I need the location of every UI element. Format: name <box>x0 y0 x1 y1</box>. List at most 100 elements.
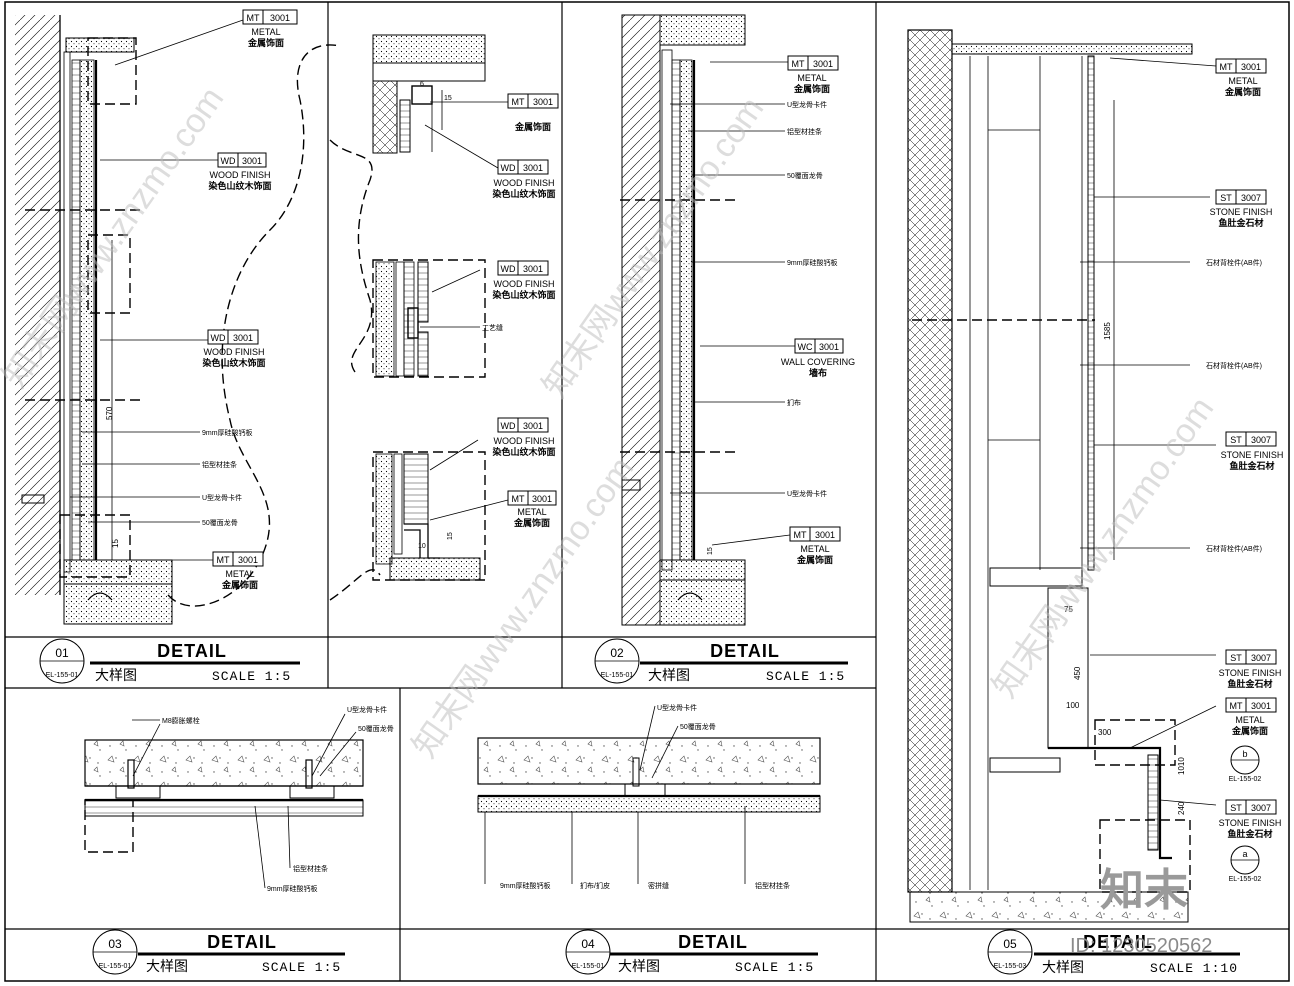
svg-text:3001: 3001 <box>523 264 543 274</box>
detail-05-tag-mt-bottom: MT 3001 METAL 金属饰面 <box>1225 697 1277 736</box>
svg-text:3001: 3001 <box>815 530 835 540</box>
title-block-02: 02 EL-155-01 DETAIL 大样图 SCALE 1:5 <box>594 638 848 684</box>
svg-text:染色山纹木饰面: 染色山纹木饰面 <box>491 188 555 199</box>
title-block-04: 04 EL-155-01 DETAIL 大样图 SCALE 1:5 <box>565 929 818 975</box>
svg-text:WALL COVERING: WALL COVERING <box>781 357 855 367</box>
svg-text:15: 15 <box>707 547 714 555</box>
detail-01-leaders <box>70 19 244 561</box>
svg-text:a: a <box>1242 849 1247 859</box>
svg-text:鱼肚金石材: 鱼肚金石材 <box>1227 678 1272 689</box>
svg-text:3001: 3001 <box>1251 701 1271 711</box>
svg-text:SCALE 1:5: SCALE 1:5 <box>766 669 845 684</box>
svg-text:STONE FINISH: STONE FINISH <box>1219 668 1282 678</box>
watermark-layer: 知末网www.znzmo.com 知末网www.znzmo.com 知末网www… <box>0 80 1221 957</box>
svg-text:DETAIL: DETAIL <box>157 641 227 661</box>
svg-text:EL-155-02: EL-155-02 <box>1229 776 1262 783</box>
svg-text:SCALE 1:10: SCALE 1:10 <box>1150 961 1238 976</box>
note-stone-hanger-a: 石材背栓件(AB件) <box>1206 258 1262 267</box>
svg-text:EL-155-03: EL-155-03 <box>994 963 1027 970</box>
note-cloth: 扪布 <box>787 398 801 407</box>
svg-text:SCALE 1:5: SCALE 1:5 <box>262 960 341 975</box>
svg-text:金属饰面: 金属饰面 <box>796 554 833 565</box>
svg-text:3001: 3001 <box>1241 62 1261 72</box>
svg-text:WOOD FINISH: WOOD FINISH <box>210 170 271 180</box>
callout-top-tag-mt: MT 3001 金属饰面 <box>507 93 559 132</box>
callout-top-tag-wd: WD 3001 WOOD FINISH 染色山纹木饰面 <box>491 159 556 199</box>
svg-text:3001: 3001 <box>533 97 553 107</box>
svg-text:METAL: METAL <box>797 73 826 83</box>
svg-text:10: 10 <box>418 543 426 550</box>
svg-text:ST: ST <box>1230 653 1242 663</box>
svg-text:WD: WD <box>221 156 236 166</box>
svg-text:15: 15 <box>444 95 452 102</box>
svg-text:3001: 3001 <box>523 421 543 431</box>
svg-text:金属饰面: 金属饰面 <box>1224 86 1261 97</box>
callout-middle-tag-wd: WD 3001 WOOD FINISH 染色山纹木饰面 <box>491 260 556 300</box>
svg-text:EL-155-01: EL-155-01 <box>572 963 605 970</box>
svg-text:3001: 3001 <box>523 163 543 173</box>
svg-text:MT: MT <box>794 530 807 540</box>
svg-text:300: 300 <box>1098 728 1112 737</box>
svg-text:金属饰面: 金属饰面 <box>514 121 551 132</box>
note-keel-02: 50覆面龙骨 <box>787 171 823 180</box>
svg-text:3007: 3007 <box>1251 653 1271 663</box>
svg-text:1585: 1585 <box>1103 322 1112 340</box>
note-keel-03: 50覆面龙骨 <box>358 724 394 733</box>
svg-text:METAL: METAL <box>517 507 546 517</box>
svg-text:3001: 3001 <box>238 555 258 565</box>
detail-01-drawing: 570 15 <box>15 15 381 625</box>
note-aluminum-01: 铝型材挂条 <box>202 460 237 469</box>
svg-text:WOOD FINISH: WOOD FINISH <box>204 347 265 357</box>
svg-text:金属饰面: 金属饰面 <box>793 83 830 94</box>
svg-text:WOOD FINISH: WOOD FINISH <box>494 279 555 289</box>
svg-text:15: 15 <box>447 532 454 540</box>
svg-text:450: 450 <box>1073 666 1082 680</box>
svg-text:鱼肚金石材: 鱼肚金石材 <box>1229 460 1274 471</box>
svg-text:WD: WD <box>501 163 516 173</box>
svg-text:100: 100 <box>1066 701 1080 710</box>
svg-text:金属饰面: 金属饰面 <box>1231 725 1268 736</box>
detail-02-tag-wc: WC 3001 WALL COVERING 墙布 <box>781 338 855 378</box>
svg-text:染色山纹木饰面: 染色山纹木饰面 <box>201 357 265 368</box>
svg-text:METAL: METAL <box>1235 715 1264 725</box>
svg-text:鱼肚金石材: 鱼肚金石材 <box>1218 217 1263 228</box>
svg-text:1010: 1010 <box>1177 757 1186 775</box>
svg-text:05: 05 <box>1003 937 1017 951</box>
detail-04-drawing <box>477 705 821 884</box>
svg-text:MT: MT <box>792 59 805 69</box>
svg-text:STONE FINISH: STONE FINISH <box>1221 450 1284 460</box>
svg-text:SCALE 1:5: SCALE 1:5 <box>735 960 814 975</box>
svg-text:金属饰面: 金属饰面 <box>247 37 284 48</box>
svg-text:3001: 3001 <box>233 333 253 343</box>
detail-01-tag-mt-top: MT 3001 METAL 金属饰面 <box>242 9 298 48</box>
svg-text:大样图: 大样图 <box>618 958 660 974</box>
svg-text:MT: MT <box>1230 701 1243 711</box>
svg-text:METAL: METAL <box>800 544 829 554</box>
svg-text:EL-155-01: EL-155-01 <box>99 963 132 970</box>
detail-05-leaders <box>1080 57 1217 806</box>
svg-text:01: 01 <box>55 646 69 660</box>
svg-text:DETAIL: DETAIL <box>710 641 780 661</box>
svg-text:MT: MT <box>512 494 525 504</box>
note-silicate-03: 9mm厚硅酸钙板 <box>267 884 318 893</box>
svg-text:6: 6 <box>420 81 424 88</box>
svg-text:大样图: 大样图 <box>648 667 690 683</box>
detail-01-tag-wd-a: WD 3001 WOOD FINISH 染色山纹木饰面 <box>207 152 272 191</box>
svg-text:75: 75 <box>1064 605 1073 614</box>
svg-text:3001: 3001 <box>813 59 833 69</box>
svg-text:03: 03 <box>108 937 122 951</box>
svg-text:大样图: 大样图 <box>146 958 188 974</box>
note-silicate-04: 9mm厚硅酸钙板 <box>500 881 551 890</box>
note-stone-hanger-c: 石材背栓件(AB件) <box>1206 544 1262 553</box>
title-block-03: 03 EL-155-01 DETAIL 大样图 SCALE 1:5 <box>92 929 345 975</box>
svg-text:MT: MT <box>1220 62 1233 72</box>
svg-text:3001: 3001 <box>532 494 552 504</box>
svg-text:染色山纹木饰面: 染色山纹木饰面 <box>491 289 555 300</box>
svg-text:墙布: 墙布 <box>809 367 827 378</box>
svg-text:染色山纹木饰面: 染色山纹木饰面 <box>491 446 555 457</box>
svg-text:3007: 3007 <box>1251 803 1271 813</box>
note-keel-04: 50覆面龙骨 <box>680 722 716 731</box>
svg-text:ST: ST <box>1220 193 1232 203</box>
svg-text:鱼肚金石材: 鱼肚金石材 <box>1227 828 1272 839</box>
